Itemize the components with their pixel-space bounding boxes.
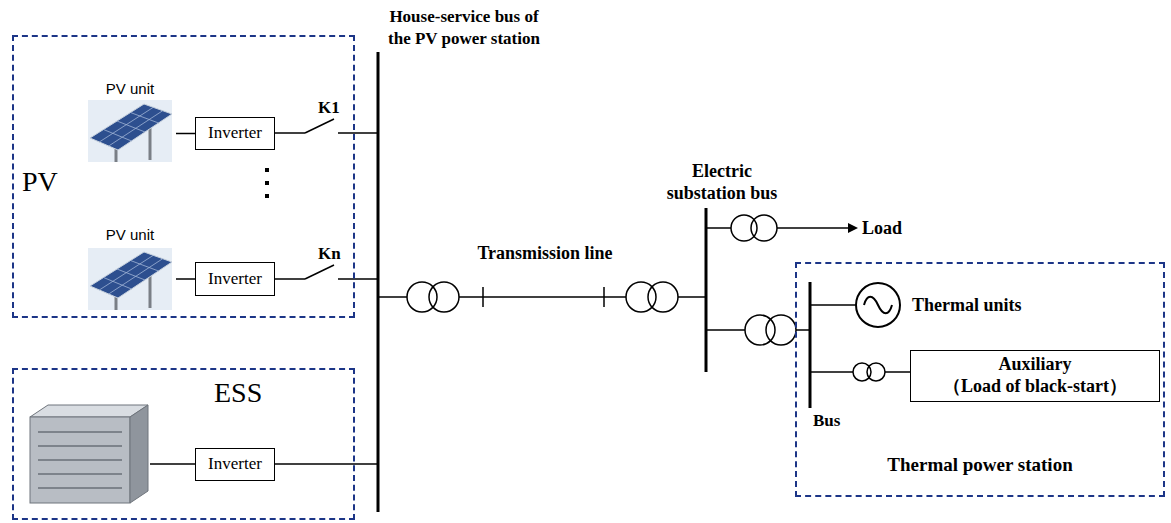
switch-blade bbox=[305, 265, 334, 279]
box-text: Inverter bbox=[208, 454, 262, 474]
battery-picture bbox=[38, 459, 122, 461]
group-title: Thermal power station bbox=[797, 454, 1163, 477]
transformer-symbol bbox=[429, 282, 459, 312]
wire bbox=[706, 227, 731, 229]
load-label: Load bbox=[862, 217, 902, 239]
battery-picture bbox=[38, 473, 122, 475]
generator-symbol bbox=[856, 283, 900, 327]
wire bbox=[810, 371, 853, 373]
transformer-symbol bbox=[731, 215, 757, 241]
box-text: Inverter bbox=[208, 123, 262, 143]
wire bbox=[338, 132, 378, 134]
battery-picture bbox=[30, 405, 148, 503]
bus-bar bbox=[377, 52, 380, 512]
inverter-box: Inverter bbox=[195, 448, 275, 481]
arrow-head bbox=[848, 223, 858, 233]
auxiliary-box: Auxiliary（Load of black-start） bbox=[910, 350, 1160, 402]
wire bbox=[338, 278, 378, 280]
box-text: （Load of black-start） bbox=[943, 376, 1127, 398]
wire bbox=[678, 296, 706, 298]
line-end-tick bbox=[482, 287, 484, 307]
wire bbox=[777, 227, 848, 229]
pv-group-box: PVPV unitInverterPV unitInverter bbox=[12, 35, 355, 318]
pv-unit: PV unit bbox=[84, 80, 176, 164]
transformer-symbol bbox=[407, 215, 885, 381]
battery-picture bbox=[38, 445, 122, 447]
wire bbox=[706, 329, 745, 331]
wire bbox=[275, 132, 305, 134]
generator-label: Thermal units bbox=[912, 294, 1022, 316]
ellipsis-dots bbox=[265, 168, 269, 172]
battery-picture bbox=[30, 405, 148, 417]
bus-label: Bus bbox=[813, 410, 840, 432]
switch-label: Kn bbox=[318, 243, 341, 265]
bus-label: Electric substation bus bbox=[657, 160, 787, 204]
battery-picture bbox=[38, 431, 122, 433]
transformer-symbol bbox=[766, 315, 796, 345]
ellipsis-dots bbox=[265, 194, 269, 198]
wire bbox=[796, 329, 810, 331]
pv-panel-picture bbox=[88, 100, 172, 162]
ellipsis-dots bbox=[265, 181, 269, 185]
wire bbox=[885, 371, 910, 373]
inverter-box: Inverter bbox=[195, 117, 275, 150]
unit-label: PV unit bbox=[106, 226, 154, 244]
transformer-symbol bbox=[853, 363, 871, 381]
connector-wire bbox=[176, 133, 195, 135]
bus-title: House-service bus of the PV power statio… bbox=[382, 6, 546, 50]
box-text: Inverter bbox=[208, 269, 262, 289]
bus-bar bbox=[378, 52, 810, 512]
inverter-box: Inverter bbox=[195, 262, 275, 296]
transformer-symbol bbox=[751, 215, 777, 241]
generator-symbol bbox=[864, 297, 892, 314]
box-text: Auxiliary bbox=[998, 354, 1071, 376]
wire bbox=[378, 296, 407, 298]
connector-wire bbox=[176, 278, 195, 280]
ess-group-box: ESS Inverter bbox=[12, 368, 355, 520]
bus-bar bbox=[705, 208, 708, 372]
unit-label: PV unit bbox=[106, 80, 154, 98]
group-title: PV bbox=[22, 165, 58, 199]
pv-unit: PV unit bbox=[84, 226, 176, 312]
battery-picture bbox=[38, 487, 122, 489]
wire bbox=[275, 278, 305, 280]
transformer-symbol bbox=[648, 282, 678, 312]
wire bbox=[275, 463, 378, 465]
battery-picture bbox=[130, 405, 148, 503]
group-title: ESS bbox=[214, 376, 262, 410]
battery-picture bbox=[30, 417, 130, 503]
generator-symbol bbox=[856, 283, 900, 327]
bus-bar bbox=[809, 282, 812, 408]
wire bbox=[150, 463, 195, 465]
line-label: Transmission line bbox=[466, 242, 624, 264]
switch-blade bbox=[305, 119, 334, 133]
wire bbox=[459, 296, 626, 298]
transformer-symbol bbox=[867, 363, 885, 381]
pv-panel-picture bbox=[88, 100, 172, 310]
pv-panel-picture bbox=[88, 248, 172, 310]
switch-label: K1 bbox=[318, 97, 340, 119]
ellipsis-dots bbox=[265, 168, 269, 198]
wire bbox=[810, 304, 856, 306]
line-end-tick bbox=[603, 287, 605, 307]
